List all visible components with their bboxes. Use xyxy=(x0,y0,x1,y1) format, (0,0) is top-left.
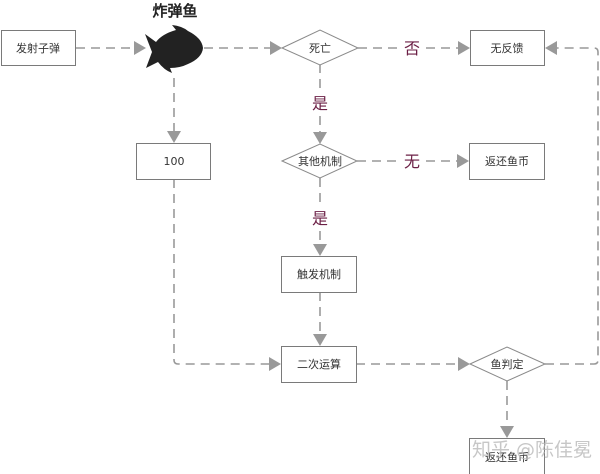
arrowhead xyxy=(270,41,282,55)
node-label: 其他机制 xyxy=(298,154,342,168)
node-second-calc: 二次运算 xyxy=(281,346,357,383)
node-label: 触发机制 xyxy=(297,267,341,281)
arrowhead xyxy=(500,426,514,438)
watermark: 知乎 @陈佳冕 xyxy=(472,439,592,461)
arrowhead xyxy=(134,41,146,55)
edge-label-no: 否 xyxy=(404,39,420,58)
arrowhead xyxy=(458,41,470,55)
node-value-100: 100 xyxy=(136,143,211,180)
arrowhead xyxy=(167,131,181,143)
edge-label-yes-other: 是 xyxy=(312,209,328,228)
node-label: 鱼判定 xyxy=(491,357,524,371)
arrowhead xyxy=(269,357,281,371)
node-refund-coins-1: 返还鱼币 xyxy=(469,143,545,180)
node-no-feedback: 无反馈 xyxy=(470,30,545,66)
edge-judge-to-nofeedback xyxy=(545,47,599,365)
node-label: 二次运算 xyxy=(297,357,341,371)
arrowhead xyxy=(545,41,557,55)
edge-label-none: 无 xyxy=(404,152,420,171)
node-label: 无反馈 xyxy=(491,42,524,55)
node-label: 返还鱼币 xyxy=(485,154,529,168)
node-trigger-mechanism: 触发机制 xyxy=(281,256,357,293)
node-label: 100 xyxy=(164,155,185,168)
arrowhead xyxy=(457,154,469,168)
arrowhead xyxy=(313,244,327,256)
node-death: 死亡 xyxy=(280,29,360,66)
edges xyxy=(76,41,599,438)
node-label: 死亡 xyxy=(309,41,331,55)
edge-100-to-calc xyxy=(173,179,271,365)
diagram-title: 炸弹鱼 xyxy=(152,2,197,20)
bomb-fish-icon xyxy=(145,25,203,73)
edge-label-yes-death: 是 xyxy=(312,94,328,113)
node-label: 发射子弹 xyxy=(16,41,60,55)
node-refund-coins-2: 返还鱼币 xyxy=(469,438,545,474)
node-fire-bullet: 发射子弹 xyxy=(1,30,76,66)
arrowhead xyxy=(458,357,470,371)
arrowhead xyxy=(313,334,327,346)
node-other-mechanism: 其他机制 xyxy=(280,143,359,179)
node-fish-judge: 鱼判定 xyxy=(468,346,547,382)
arrowhead xyxy=(313,132,327,144)
node-label: 返还鱼币 xyxy=(485,450,529,464)
